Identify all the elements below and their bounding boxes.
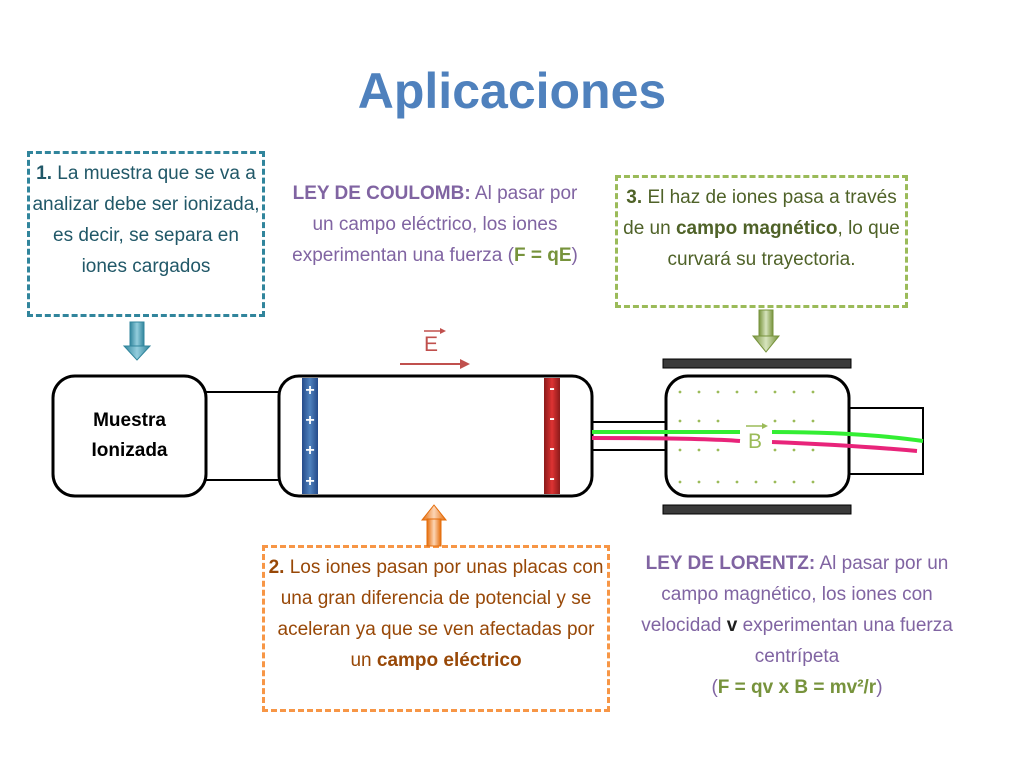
step1-text: La muestra que se va a analizar debe ser… xyxy=(32,163,260,277)
field-dot xyxy=(716,480,720,484)
step3-number: 3. xyxy=(626,187,643,208)
field-dot xyxy=(811,390,815,394)
field-dot xyxy=(811,419,815,423)
field-dot xyxy=(792,390,796,394)
plus-sign: + xyxy=(305,442,315,459)
field-dot xyxy=(792,419,796,423)
step2-bold: campo eléctrico xyxy=(376,650,522,671)
field-dot xyxy=(716,419,720,423)
up-arrow-orange-icon xyxy=(420,504,448,547)
magnet-bottom xyxy=(662,504,852,515)
magnetic-chamber xyxy=(664,374,851,498)
field-dot xyxy=(792,480,796,484)
lorentz-text2: experimentan una fuerza centrípeta xyxy=(742,615,953,667)
magnetic-field-dots xyxy=(678,390,815,484)
negative-plate xyxy=(544,378,560,494)
sample-line1: Muestra xyxy=(93,410,166,431)
step3-text: El haz de iones pasa a través de un xyxy=(623,187,897,239)
ion-beam-pink-curve xyxy=(771,440,918,453)
plus-sign: + xyxy=(305,382,315,399)
field-dot xyxy=(678,480,682,484)
lorentz-formula: F = qv x B = mv²/r xyxy=(717,677,877,698)
step1-number: 1. xyxy=(36,163,52,184)
field-dot xyxy=(811,480,815,484)
e-vector-head xyxy=(440,328,446,334)
lorentz-law-text: LEY DE LORENTZ: Al pasar por un campo ma… xyxy=(630,548,964,703)
field-dot xyxy=(811,448,815,452)
field-dot xyxy=(697,448,701,452)
field-dot xyxy=(697,480,701,484)
sample-chamber xyxy=(51,374,208,498)
lorentz-open: ( xyxy=(711,677,718,698)
step1-box: 1. La muestra que se va a analizar debe … xyxy=(27,151,265,317)
field-dot xyxy=(792,448,796,452)
page-title: Aplicaciones xyxy=(357,63,667,119)
field-dot xyxy=(735,390,739,394)
positive-plate xyxy=(302,378,318,494)
field-dot xyxy=(773,390,777,394)
magnet-top xyxy=(662,358,852,369)
magnetic-field-label: B xyxy=(748,430,763,453)
step3-text-end: , lo que curvará su trayectoria. xyxy=(667,218,900,270)
plus-sign: + xyxy=(305,412,315,429)
step3-bold: campo magnético xyxy=(675,218,838,239)
electric-field-arrowhead xyxy=(460,359,470,369)
lorentz-text: Al pasar por un campo magnético, los ion… xyxy=(641,553,949,636)
down-arrow-teal-icon xyxy=(122,321,152,361)
lorentz-label: LEY DE LORENTZ: xyxy=(645,553,816,574)
field-dot xyxy=(754,480,758,484)
minus-sign: - xyxy=(549,470,555,487)
field-dot xyxy=(754,390,758,394)
field-dot xyxy=(716,448,720,452)
sample-line2: Ionizada xyxy=(91,440,168,461)
field-dot xyxy=(773,419,777,423)
down-arrow-green-icon xyxy=(751,309,781,353)
step2-box: 2. Los iones pasan por unas placas con u… xyxy=(262,545,610,712)
field-dot xyxy=(735,480,739,484)
field-dot xyxy=(678,448,682,452)
lorentz-close: ) xyxy=(876,677,883,698)
step2-text: Los iones pasan por unas placas con una … xyxy=(277,557,604,671)
sample-label: Muestra Ionizada xyxy=(53,376,206,496)
plus-sign: + xyxy=(305,473,315,490)
field-dot xyxy=(697,419,701,423)
coulomb-label: LEY DE COULOMB: xyxy=(292,183,471,204)
field-dot xyxy=(716,390,720,394)
electric-field-label: E xyxy=(424,333,439,356)
coulomb-law-text: LEY DE COULOMB: Al pasar por un campo el… xyxy=(282,178,588,271)
step2-number: 2. xyxy=(268,557,285,578)
connector-tube-2 xyxy=(591,421,669,451)
field-dot xyxy=(697,390,701,394)
minus-sign: - xyxy=(549,440,555,457)
minus-sign: - xyxy=(549,380,555,397)
field-dot xyxy=(773,448,777,452)
ion-beam-pink xyxy=(591,436,741,443)
coulomb-formula: F = qE xyxy=(513,245,572,266)
field-dot xyxy=(678,390,682,394)
minus-sign: - xyxy=(549,410,555,427)
connector-tube-1 xyxy=(203,391,281,481)
coulomb-text: Al pasar por un campo eléctrico, los ion… xyxy=(292,183,578,266)
lorentz-velocity: v xyxy=(726,615,738,636)
step3-box: 3. El haz de iones pasa a través de un c… xyxy=(615,175,908,308)
coulomb-close: ) xyxy=(571,245,578,266)
field-dot xyxy=(773,480,777,484)
field-dot xyxy=(678,419,682,423)
ion-beam-green-curve xyxy=(771,430,924,443)
b-vector-head xyxy=(762,423,768,429)
